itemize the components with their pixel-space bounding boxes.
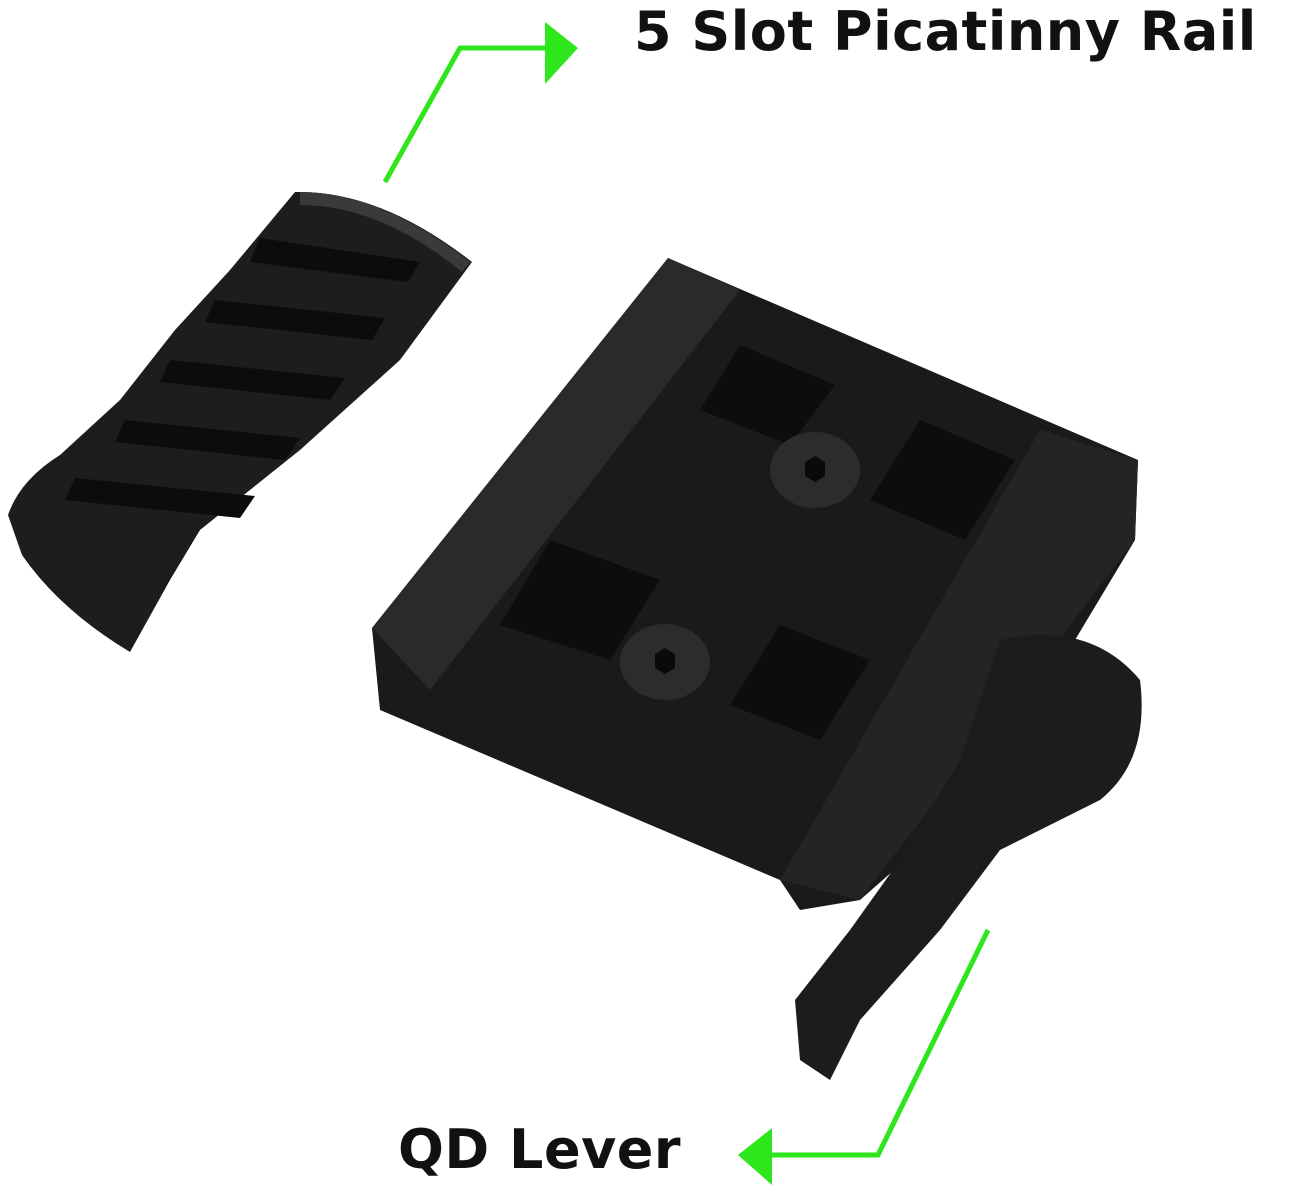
qd-lever <box>795 635 1142 1080</box>
picatinny-rail <box>8 191 472 652</box>
arrow-right-icon <box>545 22 578 84</box>
rail-slots <box>65 238 420 518</box>
lever-label: QD Lever <box>398 1118 682 1181</box>
rail-callout-arrow <box>382 45 548 184</box>
mount-pockets <box>500 345 1015 740</box>
rail-label: 5 Slot Picatinny Rail <box>634 0 1257 63</box>
arrow-left-icon <box>738 1128 772 1185</box>
qd-mount <box>372 258 1142 1080</box>
lever-callout-arrow <box>770 928 991 1158</box>
